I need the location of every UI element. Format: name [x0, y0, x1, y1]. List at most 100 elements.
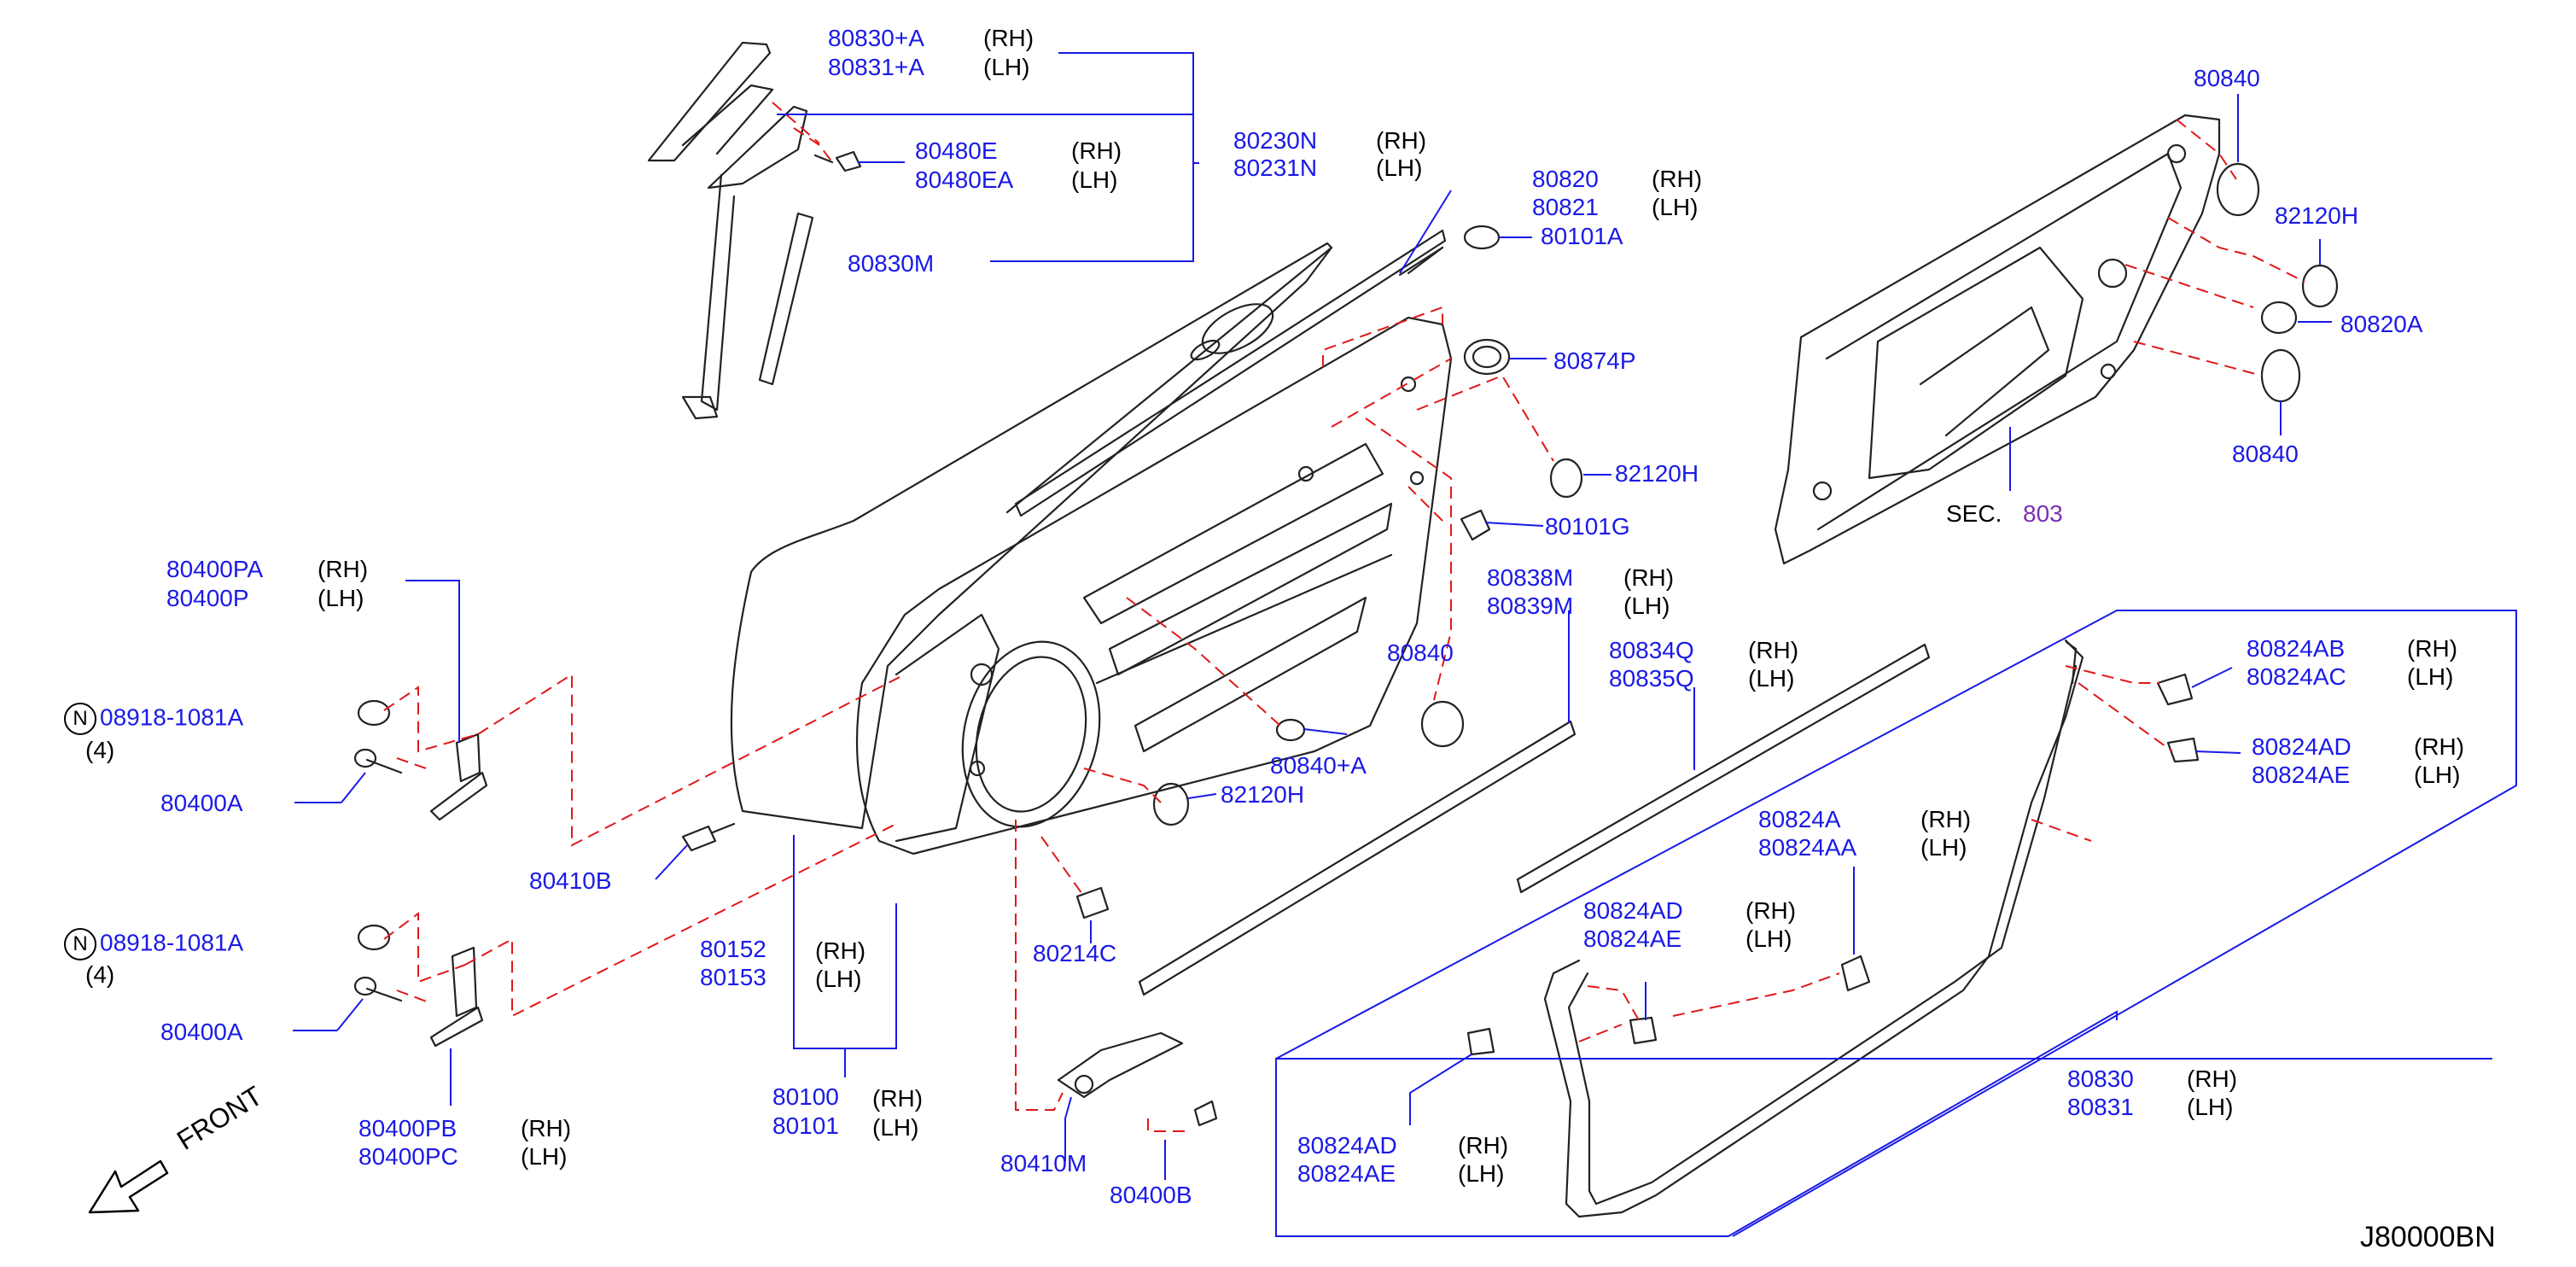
- label-80100: 80100: [772, 1083, 839, 1110]
- qty-4-a: (4): [85, 737, 115, 763]
- lh-5: (LH): [1623, 593, 1670, 619]
- label-80400P: 80400P: [166, 585, 249, 611]
- front-arrow-icon: [88, 1159, 169, 1214]
- lh-10: (LH): [872, 1114, 919, 1141]
- label-80830A: 80830+A: [828, 25, 924, 51]
- clip-80824AD-upper: [2166, 737, 2200, 763]
- label-80400A-b: 80400A: [160, 1019, 243, 1045]
- label-80824AE-a: 80824AE: [2252, 762, 2351, 788]
- plug-82120H-lower: [1152, 782, 1190, 826]
- label-80824AA: 80824AA: [1758, 834, 1857, 861]
- label-80830: 80830: [2067, 1066, 2134, 1092]
- lh-1: (LH): [983, 54, 1030, 80]
- label-80152: 80152: [700, 936, 766, 962]
- plug-82120H: [1549, 458, 1583, 499]
- beltline-moulding-80820: [1398, 246, 1444, 277]
- door-weatherstrip-80830: [1543, 639, 2084, 1218]
- diagram-code: J80000BN: [2360, 1221, 2496, 1253]
- label-80824A: 80824A: [1758, 806, 1841, 832]
- label-80400B: 80400B: [1110, 1182, 1192, 1208]
- clip-80824A: [1840, 955, 1871, 992]
- label-80400A-a: 80400A: [160, 790, 243, 816]
- rh-10: (RH): [872, 1085, 924, 1112]
- label-80820A: 80820A: [2340, 311, 2423, 337]
- rh-5: (RH): [1623, 564, 1675, 591]
- label-80153: 80153: [700, 964, 766, 990]
- label-80400PB: 80400PB: [358, 1115, 458, 1141]
- lh-13: (LH): [1920, 834, 1967, 861]
- label-82120H-c: 82120H: [2275, 202, 2359, 229]
- window-sash-80830A: [647, 41, 808, 420]
- rh-16: (RH): [2187, 1066, 2238, 1092]
- sec-label: SEC.: [1946, 500, 2002, 527]
- rh-3: (RH): [1376, 127, 1427, 154]
- label-80480EA: 80480EA: [915, 166, 1014, 193]
- label-80400PA: 80400PA: [166, 556, 264, 582]
- label-80824AC: 80824AC: [2247, 663, 2346, 690]
- weatherstrip-80834Q: [1516, 643, 1931, 894]
- clip-80820A: [2260, 301, 2298, 335]
- plug-82120H-right: [2301, 264, 2339, 308]
- lh-11: (LH): [2407, 663, 2454, 690]
- clip-80824AD-mid: [1629, 1016, 1658, 1045]
- door-check-80410M: [1057, 1031, 1218, 1127]
- clip-80824AD-lower: [1466, 1027, 1495, 1056]
- rh-4: (RH): [1652, 166, 1703, 192]
- label-80231N: 80231N: [1233, 155, 1318, 181]
- n-circle-icon: N: [64, 703, 96, 735]
- label-80824AD-a: 80824AD: [2252, 733, 2352, 760]
- rh-15: (RH): [1458, 1132, 1509, 1159]
- label-80824AE-c: 80824AE: [1297, 1160, 1396, 1187]
- label-80874P: 80874P: [1553, 347, 1636, 374]
- label-80101G: 80101G: [1545, 513, 1630, 540]
- label-80410B: 80410B: [529, 867, 612, 894]
- lower-hinge-80400PB: [353, 924, 484, 1048]
- rh-7: (RH): [318, 556, 369, 582]
- lh-7: (LH): [318, 585, 364, 611]
- lh-4: (LH): [1652, 194, 1699, 220]
- label-80834Q: 80834Q: [1609, 637, 1694, 663]
- label-82120H-a: 82120H: [1615, 460, 1699, 487]
- label-80831: 80831: [2067, 1094, 2134, 1120]
- plug-80840: [1420, 700, 1465, 748]
- label-80830M: 80830M: [848, 250, 935, 277]
- sec-ref-link[interactable]: 803: [2023, 500, 2063, 527]
- label-80839M: 80839M: [1487, 593, 1574, 619]
- label-80838M: 80838M: [1487, 564, 1574, 591]
- lh-3: (LH): [1376, 155, 1423, 181]
- label-80101A: 80101A: [1541, 223, 1623, 249]
- clip-80824AB: [2156, 673, 2194, 706]
- nut-80214C: [1075, 886, 1110, 920]
- label-80400PC: 80400PC: [358, 1143, 458, 1170]
- sill-moulding-80838M: [1138, 720, 1576, 996]
- label-80214C: 80214C: [1033, 940, 1117, 966]
- upper-hinge-80400PA: [353, 699, 488, 821]
- relation-lines: [383, 102, 2305, 1132]
- lh-8: (LH): [521, 1143, 568, 1170]
- label-80835Q: 80835Q: [1609, 665, 1694, 692]
- lh-6: (LH): [1748, 665, 1795, 692]
- qty-4-b: (4): [85, 961, 115, 988]
- bolt-80410B: [681, 822, 736, 852]
- lh-14: (LH): [1746, 925, 1792, 952]
- bolt-80480E: [813, 150, 862, 172]
- grommet-80874P: [1463, 338, 1511, 376]
- plug-80840A: [1275, 718, 1306, 742]
- rh-12: (RH): [2414, 733, 2465, 760]
- rh-6: (RH): [1748, 637, 1799, 663]
- label-80820: 80820: [1532, 166, 1599, 192]
- plug-80840-top: [2216, 162, 2260, 217]
- label-80840-b: 80840: [2194, 65, 2260, 91]
- outer-door-panel: [730, 229, 1447, 830]
- door-trim-panel: [1774, 114, 2221, 565]
- rh-11: (RH): [2407, 635, 2458, 662]
- rh-13: (RH): [1920, 806, 1972, 832]
- lh-9: (LH): [815, 966, 862, 992]
- label-80230N: 80230N: [1233, 127, 1318, 154]
- label-82120H-b: 82120H: [1221, 781, 1305, 808]
- rh-1: (RH): [983, 25, 1034, 51]
- leader-lines: [293, 52, 2517, 1237]
- label-80831A: 80831+A: [828, 54, 924, 80]
